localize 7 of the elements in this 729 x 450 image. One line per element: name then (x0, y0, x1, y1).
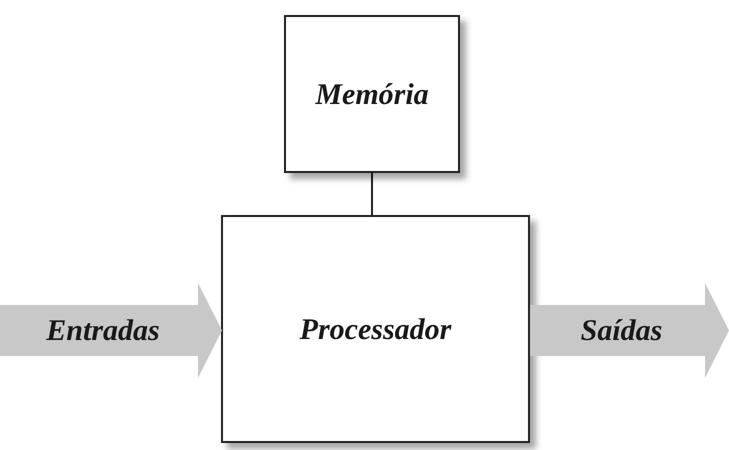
process-box (284, 15, 460, 173)
node-label: Processador (300, 312, 452, 348)
connector-line (371, 173, 373, 215)
node-label: Memória (315, 76, 429, 112)
node-label: Entradas (46, 313, 160, 349)
process-box (221, 215, 530, 443)
node-label: Saídas (580, 313, 662, 349)
